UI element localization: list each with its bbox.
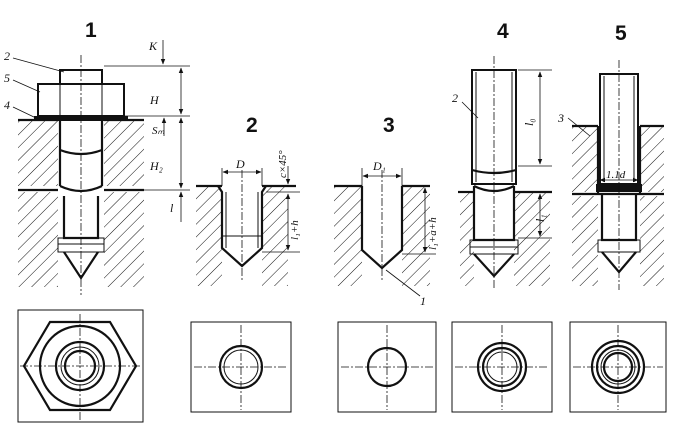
fig1-dim-H: H <box>149 93 160 107</box>
figure-number-1: 1 <box>85 19 97 42</box>
fig3-drilled-hole: D₁ l₁+a+h 1 <box>334 159 439 308</box>
fig2-dim-chamfer: c×45° <box>277 150 289 178</box>
fig4-callout-2: 2 <box>452 91 458 105</box>
fig2-tapped-hole: D c×45° l₁+h <box>196 150 301 286</box>
fig1-plate-left <box>18 120 58 186</box>
fig3-dim-depth: l₁+a+h <box>427 217 439 250</box>
fig4-top-view <box>451 321 553 413</box>
fig2-dim-D: D <box>235 157 245 171</box>
fig1-dim-K: K <box>148 39 158 53</box>
fig3-top-view <box>337 321 437 413</box>
fig1-callout-4: 4 <box>4 98 10 112</box>
fig1-callout-5: 5 <box>4 71 10 85</box>
fig1-bolt-assembly: 2 5 4 K H Sₘ H₂ l <box>4 39 190 295</box>
fig3-dim-D1: D₁ <box>372 159 386 173</box>
figure-number-4: 4 <box>497 20 509 43</box>
fig1-dim-l: l <box>170 201 174 215</box>
figure-number-2: 2 <box>246 114 258 137</box>
fig5-top-view <box>569 321 667 413</box>
fig5-stud-counterbore: 3 1.1d <box>557 60 664 290</box>
fig1-plate-right <box>104 120 144 186</box>
fig4-stud: 2 l₀ l₁ <box>452 56 552 290</box>
fig1-dim-Sm: Sₘ <box>152 125 165 137</box>
fig1-base-left <box>18 192 58 287</box>
figure-number-3: 3 <box>383 114 395 137</box>
fig2-top-view <box>190 321 292 413</box>
fig1-base-right <box>104 192 144 287</box>
fig2-dim-l1h: l₁+h <box>289 220 301 240</box>
fig1-callout-2: 2 <box>4 49 10 63</box>
fig4-dim-l0: l₀ <box>522 118 536 126</box>
fig1-dim-H2: H₂ <box>149 159 163 173</box>
fig3-callout-1: 1 <box>420 294 426 308</box>
fig5-dim-counterbore: 1.1d <box>606 169 626 181</box>
fig5-callout-3: 3 <box>557 111 564 125</box>
figure-number-5: 5 <box>615 22 627 45</box>
fig1-top-view <box>17 309 144 423</box>
fig4-dim-l1: l₁ <box>533 214 547 222</box>
